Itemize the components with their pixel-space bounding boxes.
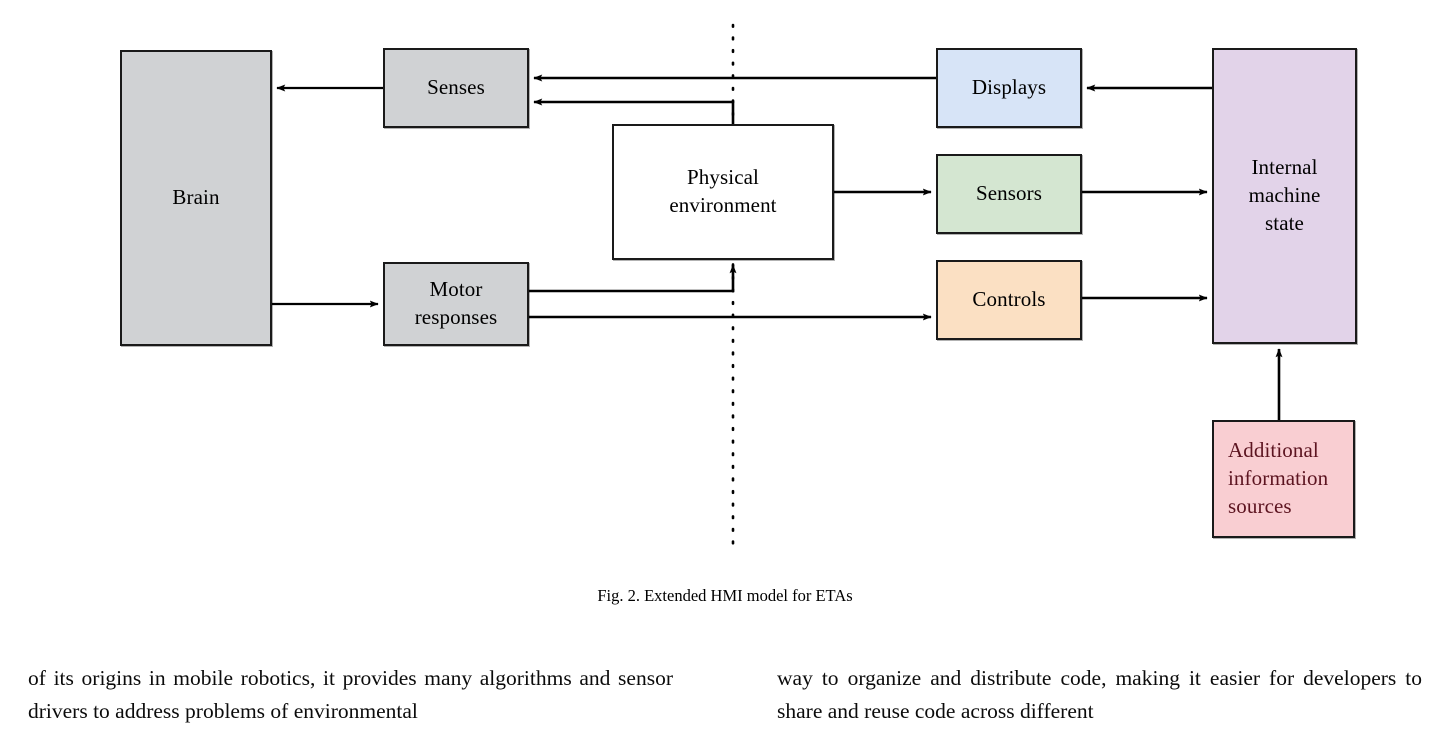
- node-displays-label: Displays: [971, 75, 1047, 100]
- node-sensors[interactable]: Sensors: [936, 154, 1082, 234]
- node-internal-machine-state[interactable]: Internal machine state: [1212, 48, 1357, 344]
- node-sensors-label: Sensors: [975, 181, 1043, 206]
- node-internal-machine-state-label: Internal machine state: [1248, 155, 1321, 235]
- body-paragraph-right: way to organize and distribute code, mak…: [777, 666, 1422, 723]
- node-additional-information-sources[interactable]: Additional information sources: [1212, 420, 1355, 538]
- node-motor-responses-label: Motor responses: [414, 277, 498, 329]
- edge-motor-responses-to-physical-environment: [529, 264, 737, 293]
- node-senses[interactable]: Senses: [383, 48, 529, 128]
- node-displays[interactable]: Displays: [936, 48, 1082, 128]
- edge-physical-environment-to-senses: [533, 98, 735, 124]
- node-controls-label: Controls: [972, 287, 1046, 312]
- node-additional-information-sources-label: Additional information sources: [1228, 438, 1329, 518]
- body-paragraph-left: of its origins in mobile robotics, it pr…: [28, 666, 673, 723]
- node-physical-environment-label: Physical environment: [669, 165, 777, 217]
- node-motor-responses[interactable]: Motor responses: [383, 262, 529, 346]
- node-physical-environment[interactable]: Physical environment: [612, 124, 834, 260]
- figure-caption: Fig. 2. Extended HMI model for ETAs: [597, 586, 853, 605]
- body-column-left: of its origins in mobile robotics, it pr…: [28, 662, 673, 727]
- node-brain[interactable]: Brain: [120, 50, 272, 346]
- body-column-right: way to organize and distribute code, mak…: [777, 662, 1422, 727]
- body-columns: of its origins in mobile robotics, it pr…: [0, 662, 1450, 727]
- figure-canvas: Brain Senses Motor responses Physical en…: [120, 23, 1357, 547]
- node-controls[interactable]: Controls: [936, 260, 1082, 340]
- node-brain-label: Brain: [172, 185, 220, 210]
- node-senses-label: Senses: [427, 75, 485, 100]
- figure-connectors: [272, 23, 1283, 547]
